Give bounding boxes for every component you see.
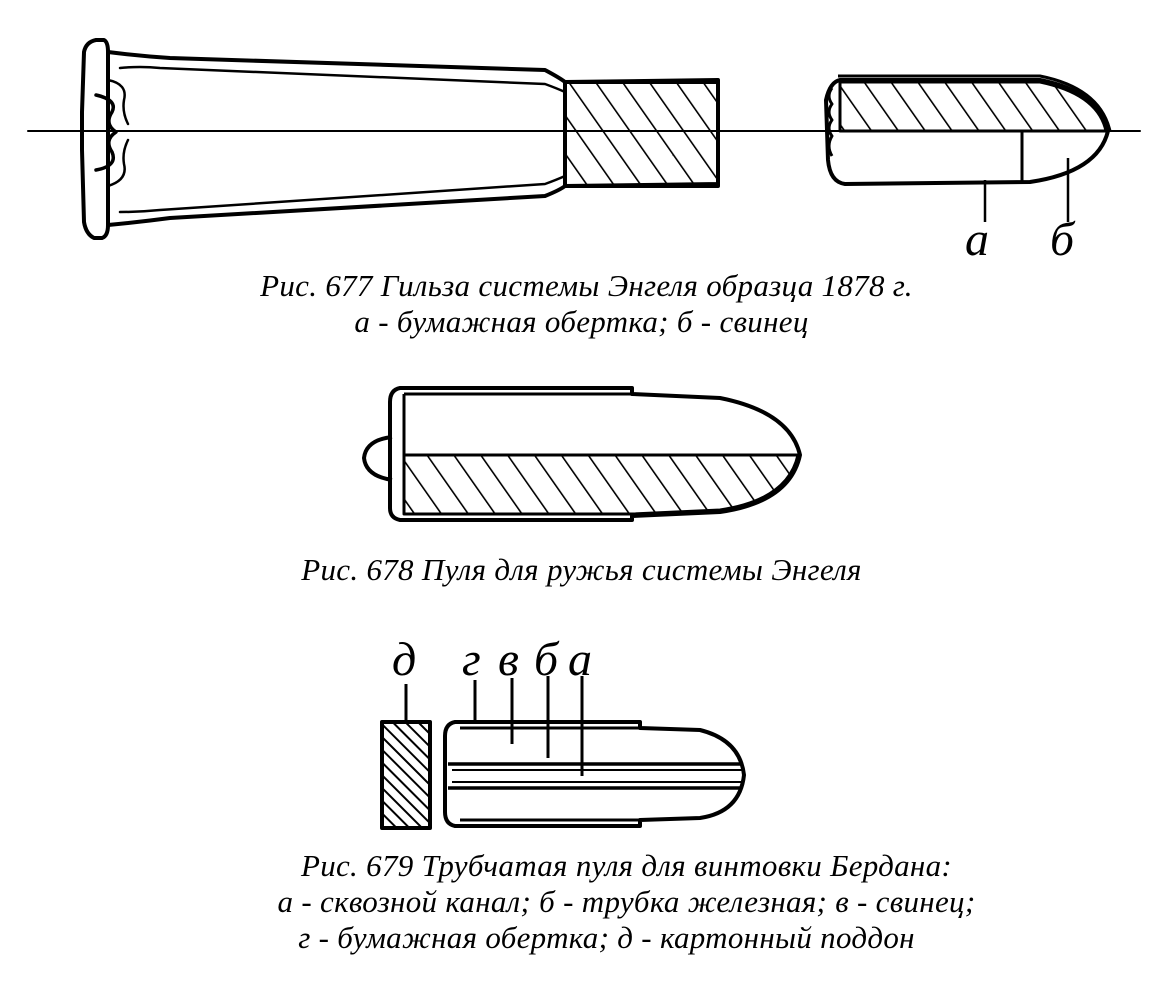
fig679-label-b: б xyxy=(534,633,560,686)
fig677-primer-pocket xyxy=(94,93,118,172)
fig678-bullet xyxy=(362,386,802,522)
fig679-caption-block: Рис. 679 Трубчатая пуля для винтовки Бер… xyxy=(0,848,1163,956)
fig677-caption-block: Рис. 677 Гильза системы Энгеля образца 1… xyxy=(0,268,1163,340)
fig677-bullet xyxy=(790,74,1112,222)
fig677-label-b: б xyxy=(1050,213,1076,266)
fig677-caption: Рис. 677 Гильза системы Энгеля образца 1… xyxy=(260,268,913,303)
fig677-case-rim xyxy=(80,38,110,240)
fig677-bullet-hatched-half xyxy=(838,80,1108,133)
fig679-label-g: г xyxy=(462,633,481,686)
fig679-label-d: д xyxy=(392,633,416,686)
fig677-cartridge-case xyxy=(27,38,1141,240)
fig677-paper-wrapper xyxy=(838,74,1112,132)
fig677-case-inner-wall xyxy=(118,65,567,214)
fig679-legend-line-1: а - сквозной канал; б - трубка железная;… xyxy=(277,884,976,919)
fig678-caption-block: Рис. 678 Пуля для ружья системы Энгеля xyxy=(0,552,1163,588)
fig677-hatched-section xyxy=(563,80,720,188)
fig677-bullet-outline xyxy=(824,78,1110,186)
fig679-label-v: в xyxy=(498,633,519,686)
fig679-tubular-bullet xyxy=(380,676,746,830)
fig679-caption: Рис. 679 Трубчатая пуля для винтовки Бер… xyxy=(300,848,953,883)
fig679-cardboard-wad xyxy=(380,720,432,830)
fig677-legend-line: а - бумажная обертка; б - свинец xyxy=(354,304,809,339)
fig678-bullet-outline xyxy=(388,386,802,522)
fig678-base-nub xyxy=(362,435,393,482)
fig678-hatched-half xyxy=(402,453,800,516)
fig679-bullet-outline xyxy=(443,720,746,828)
fig677-label-a: а xyxy=(965,213,989,266)
fig679-label-a: а xyxy=(568,633,592,686)
fig678-caption: Рис. 678 Пуля для ружья системы Энгеля xyxy=(301,552,862,587)
fig679-legend-line-2: г - бумажная обертка; д - картонный подд… xyxy=(298,920,915,955)
